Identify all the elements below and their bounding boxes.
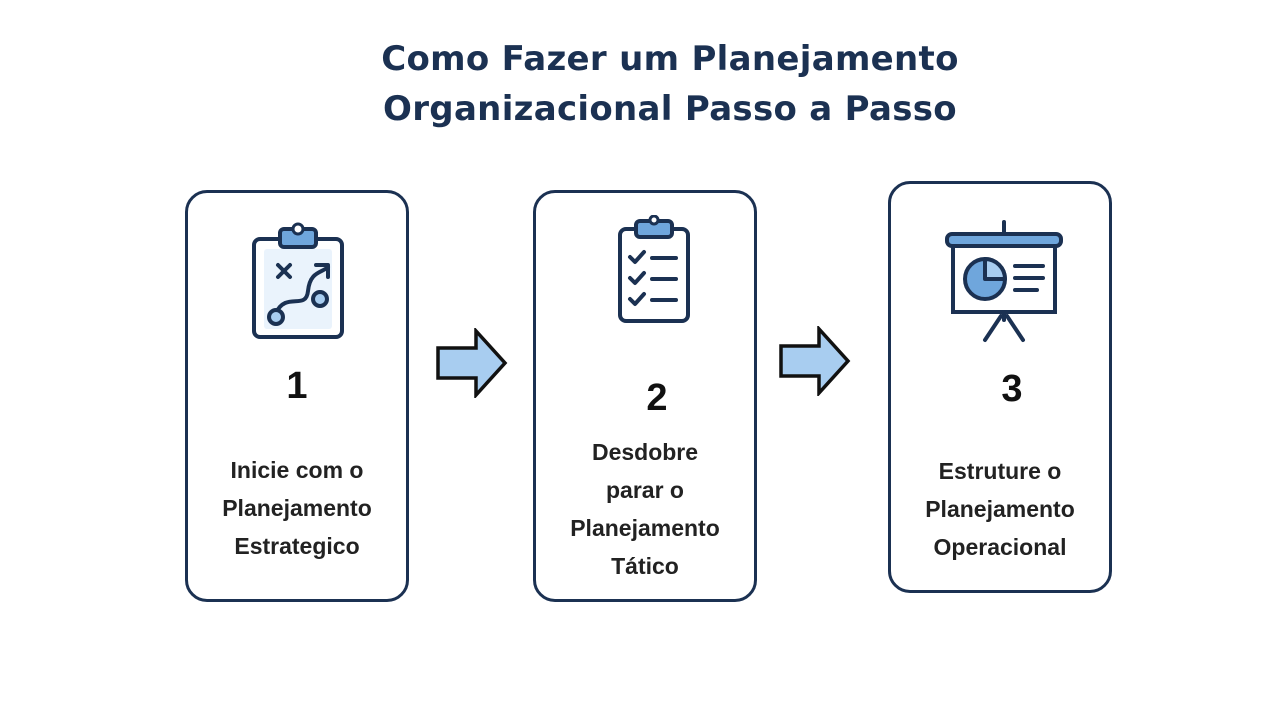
title-line-1: Como Fazer um Planejamento: [381, 39, 959, 79]
presentation-board-icon: [943, 220, 1065, 344]
step-number-2: 2: [646, 377, 668, 419]
step-3-line-2: Planejamento: [925, 496, 1075, 522]
step-text-1: Inicie com o Planejamento Estrategico: [188, 451, 406, 565]
step-3-line-1: Estruture o: [938, 458, 1062, 484]
step-3-line-3: Operacional: [933, 534, 1067, 560]
step-2-line-2: parar o: [606, 477, 684, 503]
arrow-right-icon: [779, 324, 851, 398]
step-number-3: 3: [1001, 368, 1023, 410]
clipboard-checklist-icon: [614, 214, 694, 327]
step-card-3: 3 Estruture o Planejamento Operacional: [888, 181, 1112, 593]
step-1-line-2: Planejamento: [222, 495, 372, 521]
step-2-line-3: Planejamento: [570, 515, 720, 541]
step-1-line-3: Estrategico: [234, 533, 360, 559]
title-line-2: Organizacional Passo a Passo: [383, 89, 957, 129]
step-text-3: Estruture o Planejamento Operacional: [891, 452, 1109, 566]
step-2-line-4: Tático: [611, 553, 679, 579]
step-number-1: 1: [286, 365, 308, 407]
arrow-right-icon: [436, 326, 508, 400]
step-card-2: 2 Desdobre parar o Planejamento Tático: [533, 190, 757, 602]
step-card-1: 1 Inicie com o Planejamento Estrategico: [185, 190, 409, 602]
step-1-line-1: Inicie com o: [230, 457, 364, 483]
page-title: Como Fazer um Planejamento Organizaciona…: [330, 34, 1010, 134]
step-text-2: Desdobre parar o Planejamento Tático: [536, 433, 754, 585]
step-2-line-1: Desdobre: [591, 439, 699, 465]
clipboard-strategy-icon: [246, 221, 356, 345]
